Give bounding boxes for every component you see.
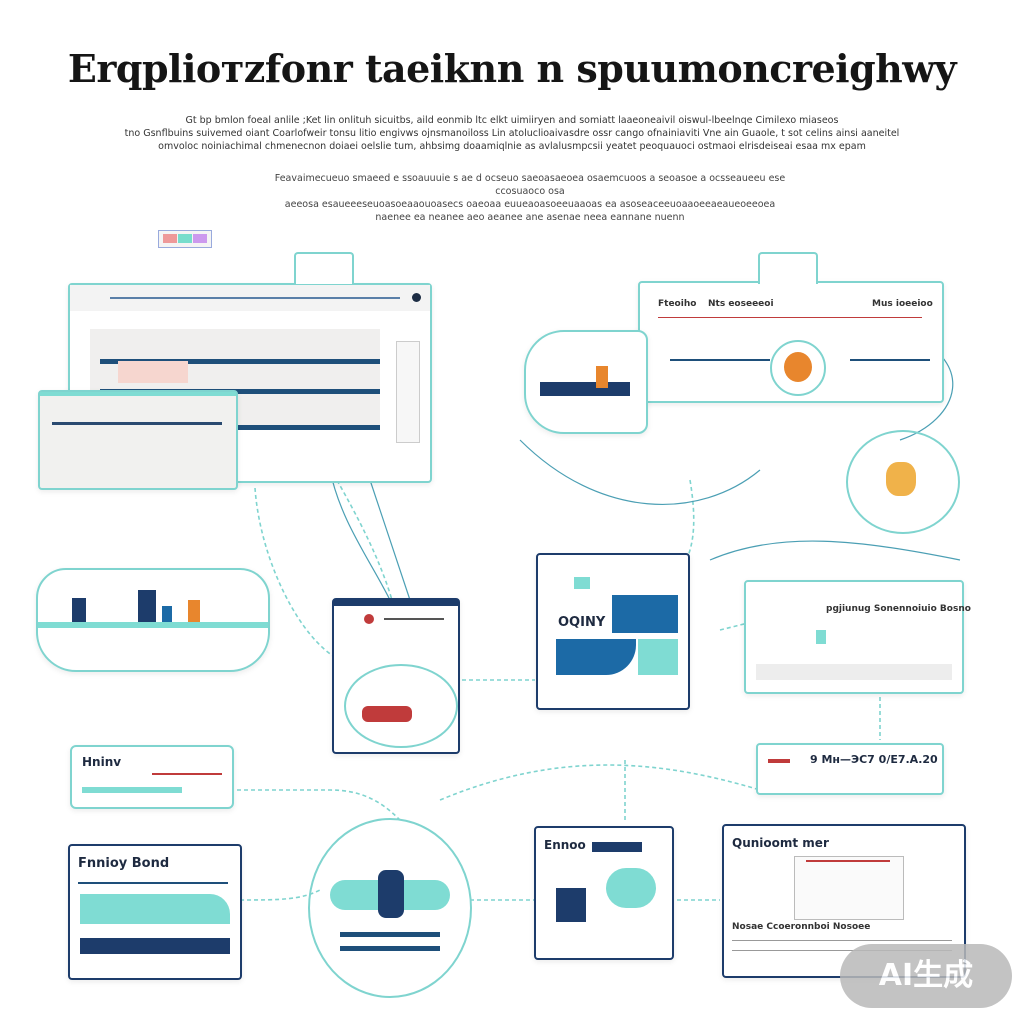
overlay-panel (38, 390, 238, 490)
device-window: pgjiunug Sonennoiuio Bosno (744, 580, 971, 694)
building (162, 606, 172, 622)
legend-chip (158, 230, 212, 248)
connector (709, 540, 961, 561)
divider (658, 317, 922, 318)
chart-window: OQINY (536, 553, 690, 710)
note-line: Feavaimecueuo smaeed e ssoauuuie s ae d … (274, 173, 786, 197)
device-floor (756, 664, 952, 680)
chart-block (612, 595, 678, 633)
chart-label: OQINY (558, 615, 606, 630)
doc-footer: Nosae Ccoeronnboi Nosoee (732, 922, 871, 932)
connector (659, 479, 695, 591)
building (138, 590, 156, 622)
subtitle-line: tno Gsnflbuins suivemed oiant Coarlofwei… (124, 128, 900, 139)
note-line: aeeosa esaueeeseuoasoeaaouoasecs oaeoaa … (284, 199, 776, 210)
subtitle-line: Gt bp bmlon foeal anlile ;Ket lin onlitu… (185, 115, 839, 126)
building (72, 598, 86, 622)
row-bar (100, 389, 380, 394)
connector (329, 469, 391, 601)
legend-swatch (178, 234, 192, 243)
tag-red (152, 759, 222, 775)
figure (886, 462, 916, 496)
device-icon (816, 630, 826, 644)
address-line (110, 297, 400, 299)
avatar (784, 352, 812, 382)
subtitle-block: Gt bp bmlon foeal anlile ;Ket lin onlitu… (110, 114, 914, 153)
readout-dot (768, 759, 790, 763)
bottom-left-card: Fnnioy Bond (68, 844, 242, 980)
figure-bubble (308, 818, 472, 998)
doc-dot (364, 614, 374, 624)
doc-table (794, 856, 904, 920)
chart-block (556, 639, 636, 675)
legend-swatch (163, 234, 177, 243)
doc-header (334, 600, 458, 606)
page-title: Erqplioтzfonr taeiknn n spuumoncreighwy (67, 46, 957, 91)
stand-tab (758, 252, 818, 284)
scene-shape (540, 382, 630, 396)
card-title: Fnnioy Bond (78, 856, 170, 871)
row-line (732, 950, 952, 951)
connector (329, 467, 393, 601)
tag-card: Hninv (70, 745, 234, 809)
car-bubble (344, 664, 458, 748)
readout-panel: 9 Mн—ЭС7 0/Е7.А.20 (756, 743, 944, 795)
header-label: Fteoiho (658, 299, 697, 309)
window-title: Ennoo (544, 838, 586, 852)
doc-accent (806, 860, 890, 862)
teal-strip (40, 392, 236, 396)
avatar-bubble (770, 340, 826, 396)
side-scroll (396, 341, 420, 443)
tab-block (592, 842, 642, 852)
connector (439, 764, 761, 801)
device-title: pgjiunug Sonennoiuio Bosno (826, 604, 971, 614)
skyline-card (36, 568, 270, 672)
connector (519, 439, 761, 506)
bottom-middle-window: Ennoo (534, 826, 674, 960)
note-block: Feavaimecueuo smaeed e ssoauuuie s ae d … (250, 172, 810, 224)
pink-block (118, 361, 188, 383)
tag-label: Hninv (82, 755, 122, 769)
row-line (384, 618, 444, 620)
connector (230, 789, 401, 821)
readout-value: 9 Mн—ЭС7 0/Е7.А.20 (810, 753, 938, 766)
note-line: naenee ea neanee aeo aeanee ane asenae n… (375, 212, 685, 223)
ground-strip (38, 622, 268, 628)
figure (378, 870, 404, 918)
legend-swatch (193, 234, 207, 243)
doc-title: Qunioomt mer (732, 836, 829, 850)
header-label: Mus ioeeioo (872, 299, 933, 309)
chart-block (638, 639, 678, 675)
header-label: Nts eoseeeoi (708, 299, 774, 309)
row-line (78, 882, 228, 884)
building (188, 600, 200, 622)
car (362, 706, 412, 722)
row-bar (100, 359, 380, 364)
row-bar (340, 932, 440, 937)
stand-tab (294, 252, 354, 284)
figure (556, 888, 586, 922)
scene-card (524, 330, 648, 434)
row-line (670, 359, 770, 361)
figure (596, 366, 608, 388)
tag-strip (82, 787, 182, 793)
window-dot (412, 293, 421, 302)
subtitle-line: omvoloc noiniachimal chmenecnon doiaei o… (158, 141, 866, 152)
row-bar (52, 422, 222, 425)
row-bar (340, 946, 440, 951)
center-document (332, 598, 460, 754)
wave-block (80, 894, 230, 924)
row-bar (100, 425, 380, 430)
row-line (732, 940, 952, 941)
figure-bubble (846, 430, 960, 534)
wave-block (606, 868, 656, 908)
row-bar (80, 938, 230, 954)
tab (574, 577, 590, 589)
connector (369, 479, 411, 601)
ai-watermark: AI生成 (840, 944, 1012, 1008)
row-line (850, 359, 930, 361)
